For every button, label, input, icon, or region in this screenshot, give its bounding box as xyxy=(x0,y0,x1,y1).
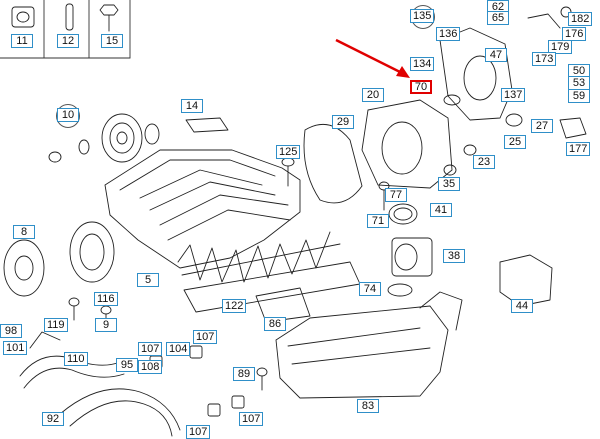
callout-41: 41 xyxy=(430,203,452,217)
callout-11: 11 xyxy=(11,34,33,48)
callout-53: 53 xyxy=(568,76,590,90)
callout-5: 5 xyxy=(137,273,159,287)
callout-173: 173 xyxy=(532,52,557,66)
callout-136: 136 xyxy=(436,27,461,41)
callout-8: 8 xyxy=(13,225,35,239)
callout-83: 83 xyxy=(357,399,379,413)
callout-125: 125 xyxy=(276,145,301,159)
callout-23: 23 xyxy=(473,155,495,169)
callout-86: 86 xyxy=(264,317,286,331)
callout-92: 92 xyxy=(42,412,64,426)
callout-74: 74 xyxy=(359,282,381,296)
callout-9: 9 xyxy=(95,318,117,332)
callout-35: 35 xyxy=(438,177,460,191)
callout-177: 177 xyxy=(566,142,591,156)
callout-14: 14 xyxy=(181,99,203,113)
callout-122: 122 xyxy=(222,299,247,313)
callout-47: 47 xyxy=(485,48,507,62)
callout-134: 134 xyxy=(410,57,435,71)
callout-38: 38 xyxy=(443,249,465,263)
callout-107-bottom-right: 107 xyxy=(239,412,264,426)
callout-119: 119 xyxy=(44,318,68,332)
callout-65: 65 xyxy=(487,11,509,25)
callout-108: 108 xyxy=(138,360,163,374)
callout-71: 71 xyxy=(367,214,389,228)
callout-12: 12 xyxy=(57,34,79,48)
callout-circle xyxy=(56,104,80,128)
callout-15: 15 xyxy=(101,34,123,48)
callout-179: 179 xyxy=(548,40,573,54)
callout-10: 10 xyxy=(57,108,79,122)
callout-44: 44 xyxy=(511,299,533,313)
callout-95: 95 xyxy=(116,358,138,372)
callout-98: 98 xyxy=(0,324,22,338)
callout-116: 116 xyxy=(94,292,118,306)
callout-182: 182 xyxy=(568,12,593,26)
callout-107-mid: 107 xyxy=(138,342,163,356)
callout-25: 25 xyxy=(504,135,526,149)
callout-107-bottom-left: 107 xyxy=(186,425,211,439)
callout-135: 135 xyxy=(410,9,435,23)
callout-110: 110 xyxy=(64,352,88,366)
callout-77: 77 xyxy=(385,188,407,202)
callout-101: 101 xyxy=(3,341,28,355)
callout-70: 70 xyxy=(410,80,432,94)
callout-27: 27 xyxy=(531,119,553,133)
callout-59: 59 xyxy=(568,89,590,103)
callout-50: 50 xyxy=(568,64,590,78)
callout-176: 176 xyxy=(562,27,587,41)
callout-137: 137 xyxy=(501,88,526,102)
callout-107-top: 107 xyxy=(193,330,218,344)
callout-20: 20 xyxy=(362,88,384,102)
callout-104: 104 xyxy=(166,342,191,356)
callout-29: 29 xyxy=(332,115,354,129)
callout-89: 89 xyxy=(233,367,255,381)
